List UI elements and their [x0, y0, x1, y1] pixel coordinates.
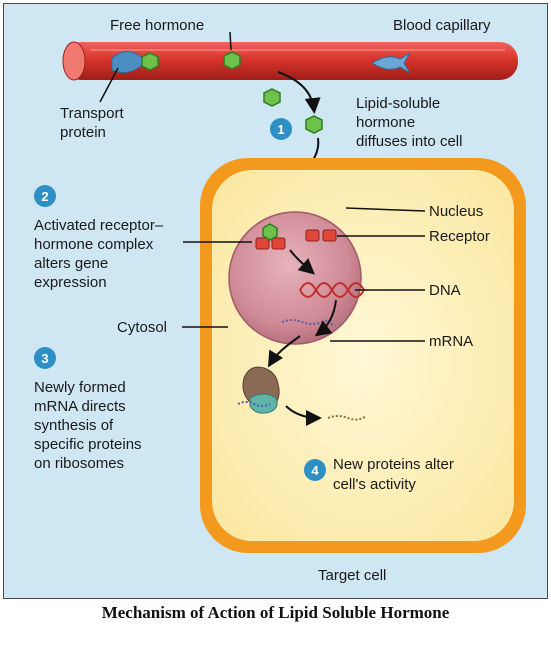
hormone-diagram: 1 2 3 4 Free hormone Blood capillary Tra…	[34, 17, 526, 584]
pointer-free-hormone	[229, 31, 232, 51]
label-dna: DNA	[429, 282, 461, 299]
label-cytosol: Cytosol	[117, 319, 167, 336]
label-step3: Newly formed	[34, 379, 126, 396]
svg-text:1: 1	[277, 122, 284, 137]
dna-helix	[299, 282, 365, 298]
diffusion-arrow	[277, 71, 321, 114]
new-protein-strand	[327, 415, 367, 421]
label-step3: specific proteins	[34, 436, 142, 453]
label-step3: synthesis of	[34, 417, 114, 434]
label-mrna: mRNA	[429, 333, 473, 350]
label-step2: hormone complex	[34, 236, 154, 253]
transport-protein-right	[371, 52, 411, 74]
receptor-icon	[305, 229, 337, 242]
label-transport-protein: Transport	[60, 105, 124, 122]
free-hormone-icon	[223, 51, 241, 70]
transport-protein-left	[111, 51, 159, 74]
label-blood-capillary: Blood capillary	[393, 17, 491, 34]
label-nucleus: Nucleus	[429, 203, 483, 220]
receptor-hormone-complex	[255, 223, 286, 250]
label-step4: cell's activity	[333, 476, 416, 493]
label-step1: Lipid-soluble	[356, 95, 440, 112]
hormone-icon	[263, 88, 281, 107]
label-step2: expression	[34, 274, 107, 291]
label-receptor: Receptor	[429, 228, 490, 245]
label-step4: New proteins alter	[333, 456, 454, 473]
svg-text:4: 4	[311, 463, 319, 478]
ribosome-icon	[237, 366, 280, 414]
gene-arrow	[289, 249, 316, 275]
step-2-badge: 2	[34, 185, 56, 207]
svg-text:2: 2	[41, 189, 48, 204]
label-step2: Activated receptor–	[34, 217, 164, 234]
figure-caption: Mechanism of Action of Lipid Soluble Hor…	[101, 603, 450, 622]
label-free-hormone: Free hormone	[110, 17, 204, 34]
label-step1: hormone	[356, 114, 415, 131]
label-transport-protein: protein	[60, 124, 106, 141]
pointer-nucleus	[345, 207, 426, 212]
step-3-badge: 3	[34, 347, 56, 369]
label-step1: diffuses into cell	[356, 133, 462, 150]
step-1-badge: 1	[270, 118, 292, 140]
label-step3: mRNA directs	[34, 398, 126, 415]
label-step2: alters gene	[34, 255, 108, 272]
translation-arrow	[285, 405, 322, 426]
export-arrow	[267, 335, 301, 368]
step-4-badge: 4	[304, 459, 326, 481]
hormone-icon	[305, 115, 323, 134]
svg-text:3: 3	[41, 351, 48, 366]
pointer-transport-protein	[99, 67, 119, 103]
nucleus	[228, 211, 362, 345]
label-step3: on ribosomes	[34, 455, 124, 472]
blood-capillary	[62, 41, 518, 81]
label-target-cell: Target cell	[318, 567, 386, 584]
transcription-arrow	[314, 299, 337, 337]
